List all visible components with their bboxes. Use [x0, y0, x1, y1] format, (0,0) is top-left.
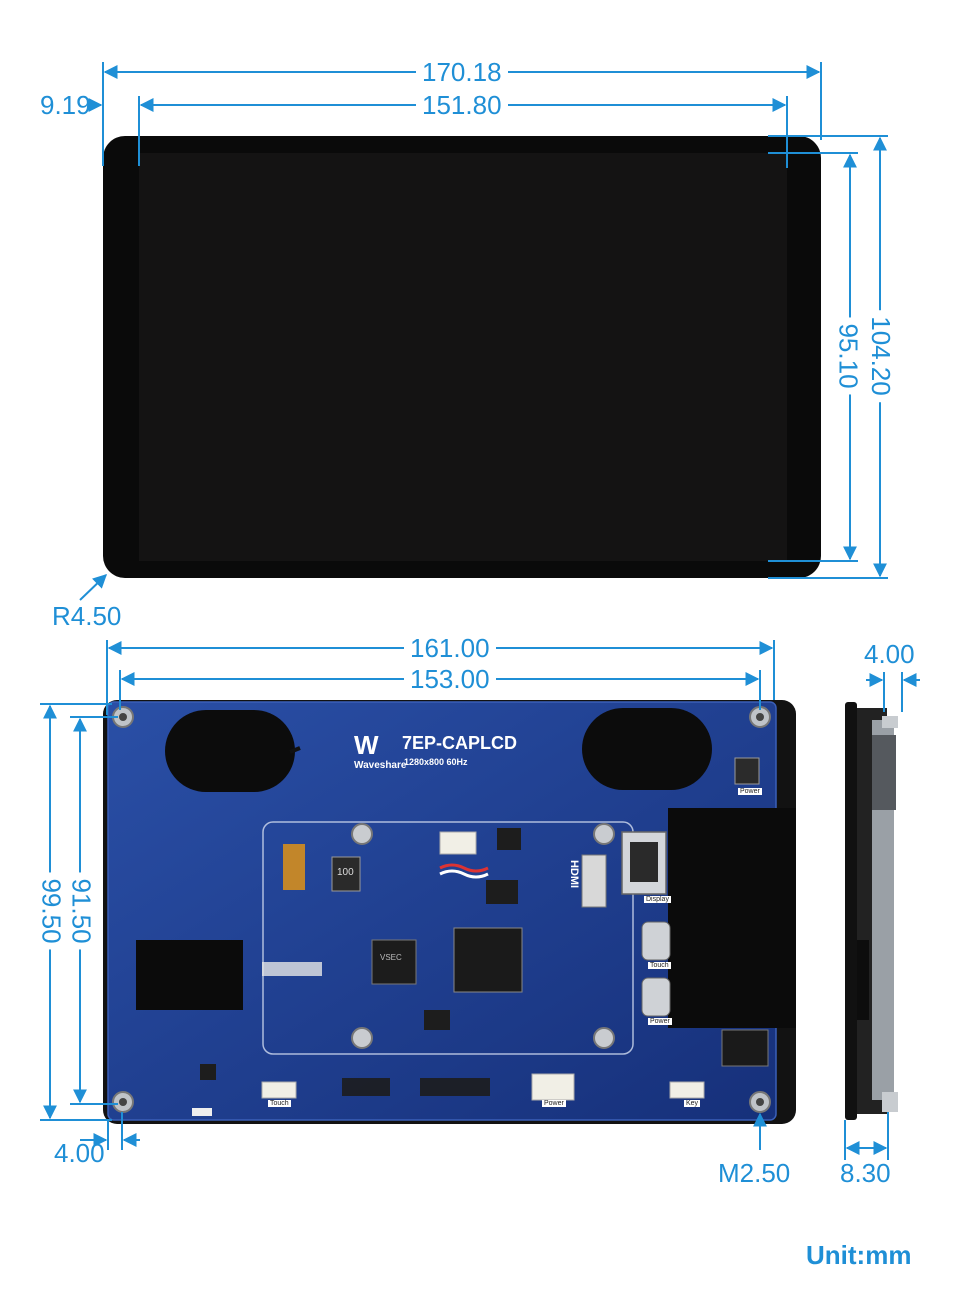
front-height-active: 95.10 [834, 317, 864, 395]
spec-label: 1280x800 60Hz [404, 757, 468, 767]
power-key-label: Power [738, 788, 762, 795]
back-height-holes: 91.50 [67, 872, 97, 950]
model-label: 7EP-CAPLCD [402, 733, 518, 753]
front-width-active: 151.80 [416, 92, 508, 118]
hole-offset: 4.00 [54, 1138, 105, 1168]
back-width-holes: 153.00 [404, 666, 496, 692]
board-components [192, 757, 769, 1116]
mounting-holes [112, 706, 771, 1113]
unit-label: Unit:mm [806, 1240, 912, 1270]
back-height-total: 99.50 [37, 872, 67, 950]
front-height-total: 104.20 [866, 310, 896, 402]
waveshare-logo-icon: W [354, 730, 379, 760]
side-view [845, 702, 898, 1120]
side-dimension-lines [844, 672, 920, 1160]
brand-label: Waveshare [354, 760, 407, 771]
front-panel [103, 136, 821, 578]
back-panel [103, 700, 796, 1124]
speaker-left [165, 710, 301, 792]
key-connector-label: Key [684, 1100, 701, 1107]
back-width-total: 161.00 [404, 635, 496, 661]
chip-marking: VSEC [380, 953, 402, 962]
inductor-marking: 100 [337, 867, 354, 878]
side-thickness-total: 8.30 [840, 1158, 891, 1188]
speaker-right [582, 708, 712, 790]
side-thickness-top: 4.00 [864, 639, 915, 669]
power-usb-label: Power [648, 1018, 672, 1025]
corner-radius: R4.50 [52, 601, 122, 631]
front-width-total: 170.18 [416, 59, 508, 85]
hdmi-label: HDMI [568, 859, 581, 889]
power-connector-label: Power [542, 1100, 566, 1107]
touch-usb-label: Touch [648, 962, 671, 969]
front-left-bezel: 9.19 [40, 90, 91, 120]
display-port-label: Display [644, 896, 671, 903]
screw-size: M2.50 [718, 1158, 791, 1188]
touch-connector-label: Touch [268, 1100, 291, 1107]
